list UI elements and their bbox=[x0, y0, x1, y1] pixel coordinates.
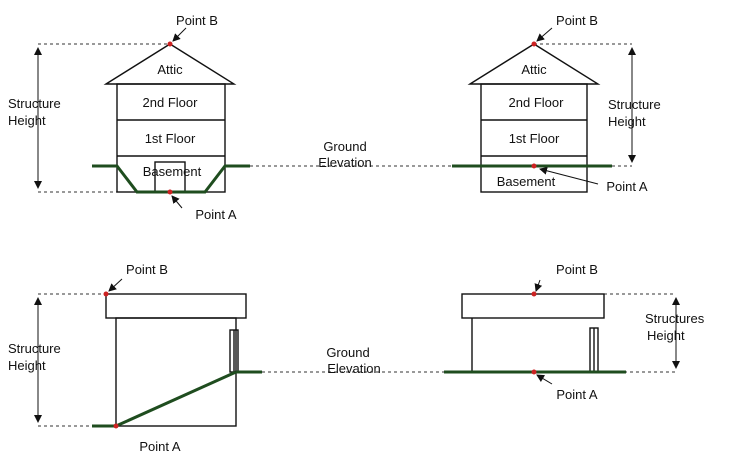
point-b-marker bbox=[531, 41, 537, 47]
house-top-left: Point B Attic 2nd Floor 1st Floor Baseme… bbox=[8, 13, 452, 222]
point-b-marker bbox=[103, 291, 109, 297]
structure-label: Structure bbox=[8, 341, 61, 356]
structure-label: Structure bbox=[608, 97, 661, 112]
structure-body bbox=[115, 317, 237, 427]
basement-label: Basement bbox=[497, 174, 556, 189]
pointer-arrow bbox=[536, 374, 553, 385]
pointer-arrow bbox=[536, 27, 553, 42]
house-top-right: Point B Attic 2nd Floor 1st Floor Baseme… bbox=[452, 13, 661, 194]
point-b-label: Point B bbox=[556, 262, 598, 277]
height-label: Height bbox=[8, 358, 46, 373]
point-a-marker bbox=[531, 369, 537, 375]
house-body bbox=[480, 83, 588, 193]
pointer-arrow bbox=[534, 279, 543, 292]
height-label: Height bbox=[647, 328, 685, 343]
point-b-marker bbox=[167, 41, 173, 47]
elevation-label: Elevation bbox=[327, 361, 380, 376]
pointer-arrow bbox=[171, 195, 183, 209]
point-b-label: Point B bbox=[556, 13, 598, 28]
point-a-label: Point A bbox=[606, 179, 648, 194]
sloped-ground-line bbox=[115, 370, 237, 428]
structures-label: Structures bbox=[645, 311, 705, 326]
point-b-marker bbox=[531, 291, 537, 297]
roof-slab bbox=[105, 293, 247, 319]
first-floor-label: 1st Floor bbox=[145, 131, 196, 146]
structure-bottom-right: Point B Point A Structures Height bbox=[444, 262, 705, 402]
point-a-label: Point A bbox=[195, 207, 237, 222]
attic-label: Attic bbox=[157, 62, 183, 77]
point-a-marker bbox=[167, 189, 173, 195]
roof-slab bbox=[461, 293, 605, 319]
point-a-marker bbox=[113, 423, 119, 429]
height-label: Height bbox=[608, 114, 646, 129]
second-floor-label: 2nd Floor bbox=[143, 95, 199, 110]
elevation-label: Elevation bbox=[318, 155, 371, 170]
height-label: Height bbox=[8, 113, 46, 128]
pointer-arrow bbox=[172, 27, 187, 42]
basement-label: Basement bbox=[143, 164, 202, 179]
ground-label: Ground bbox=[323, 139, 366, 154]
point-a-label: Point A bbox=[139, 439, 181, 454]
ground-label: Ground bbox=[326, 345, 369, 360]
point-b-label: Point B bbox=[176, 13, 218, 28]
first-floor-label: 1st Floor bbox=[509, 131, 560, 146]
point-b-label: Point B bbox=[126, 262, 168, 277]
point-a-label: Point A bbox=[556, 387, 598, 402]
pointer-arrow bbox=[539, 166, 599, 185]
structure-label: Structure bbox=[8, 96, 61, 111]
point-a-marker bbox=[531, 163, 537, 169]
second-floor-label: 2nd Floor bbox=[509, 95, 565, 110]
structure-bottom-left: Point B Point A Structure Height bbox=[8, 262, 444, 454]
attic-label: Attic bbox=[521, 62, 547, 77]
pointer-arrow bbox=[108, 278, 123, 292]
